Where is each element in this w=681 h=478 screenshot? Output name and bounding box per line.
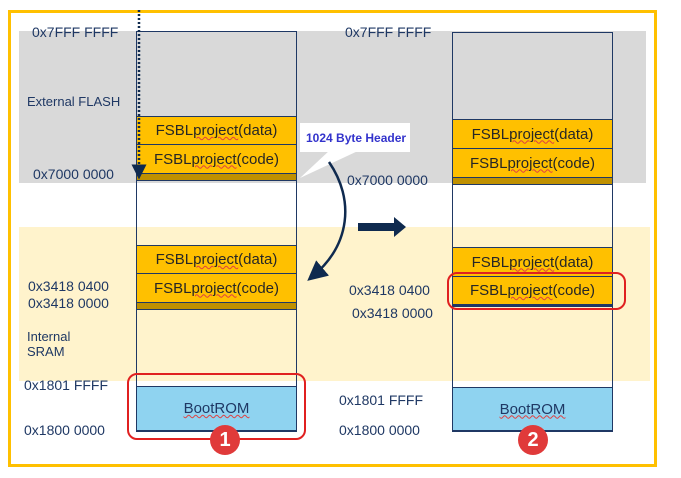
block-text: (data) (238, 122, 278, 139)
block-text: FSBL (155, 122, 194, 139)
block-text: FSBL (469, 154, 508, 172)
step-badge-1: 1 (210, 425, 240, 455)
block-text: project (191, 279, 237, 297)
block-text: project (509, 253, 555, 271)
block-text: project (191, 150, 237, 168)
block-text: (code) (236, 279, 280, 297)
flash-fsbl-data-block-right: FSBL project (data) (452, 119, 613, 149)
flash-header-bar-right (452, 177, 613, 185)
block-text: (data) (238, 251, 278, 268)
curved-copy-arrow (307, 161, 347, 281)
addr-sram-base-left: 0x3418 0000 (28, 295, 109, 311)
addr-flash-top-right: 0x7FFF FFFF (345, 24, 432, 40)
bootrom-block-right: BootROM (452, 387, 613, 431)
internal-sram-label: Internal SRAM (27, 329, 71, 359)
flash-fsbl-code-block-right: FSBL project (code) (452, 148, 613, 178)
addr-bootrom-top-left: 0x1801 FFFF (24, 377, 109, 393)
header-callout: 1024 Byte Header (300, 123, 410, 152)
addr-bootrom-base-left: 0x1800 0000 (24, 422, 105, 438)
addr-sram-base-right: 0x3418 0000 (352, 305, 433, 321)
block-text: (data) (554, 125, 594, 143)
block-text: project (193, 122, 239, 139)
step-badge-2: 2 (518, 425, 548, 455)
sram-header-bar-left (136, 302, 297, 310)
highlight-sram-code (447, 272, 626, 310)
sram-fsbl-code-block-right: FSBL project (code) (452, 276, 613, 305)
block-text: FSBL (471, 125, 510, 143)
addr-bootrom-top-right: 0x1801 FFFF (339, 392, 424, 408)
addr-sram-code-left: 0x3418 0400 (28, 278, 109, 294)
block-text: FSBL (153, 150, 192, 168)
block-text: (code) (552, 282, 596, 299)
block-text: (code) (236, 150, 280, 168)
addr-bootrom-base-right: 0x1800 0000 (339, 422, 420, 438)
addr-flash-base-left: 0x7000 0000 (33, 166, 114, 182)
addr-sram-code-right: 0x3418 0400 (349, 282, 430, 298)
block-text: project (509, 125, 555, 143)
addr-flash-top-left: 0x7FFF FFFF (32, 24, 119, 40)
block-text: BootROM (499, 400, 566, 418)
sram-fsbl-data-block-left: FSBL project (data) (136, 245, 297, 274)
external-flash-label: External FLASH (27, 94, 121, 109)
block-text: project (507, 282, 553, 299)
block-text: project (507, 154, 553, 172)
block-text: (code) (552, 154, 596, 172)
block-text: FSBL (471, 253, 510, 271)
sram-code-base-line-right (452, 304, 613, 307)
block-text: BootROM (183, 400, 250, 417)
block-text: project (193, 251, 239, 268)
transition-arrow (358, 217, 406, 237)
flash-fsbl-code-block-left: FSBL project (code) (136, 144, 297, 174)
flash-fsbl-data-block-left: FSBL project (data) (136, 116, 297, 145)
block-text: FSBL (469, 282, 508, 299)
addr-flash-base-right: 0x7000 0000 (347, 172, 428, 188)
block-text: FSBL (155, 251, 194, 268)
bootrom-block-left: BootROM (136, 386, 297, 431)
block-text: (data) (554, 253, 594, 271)
block-text: FSBL (153, 279, 192, 297)
